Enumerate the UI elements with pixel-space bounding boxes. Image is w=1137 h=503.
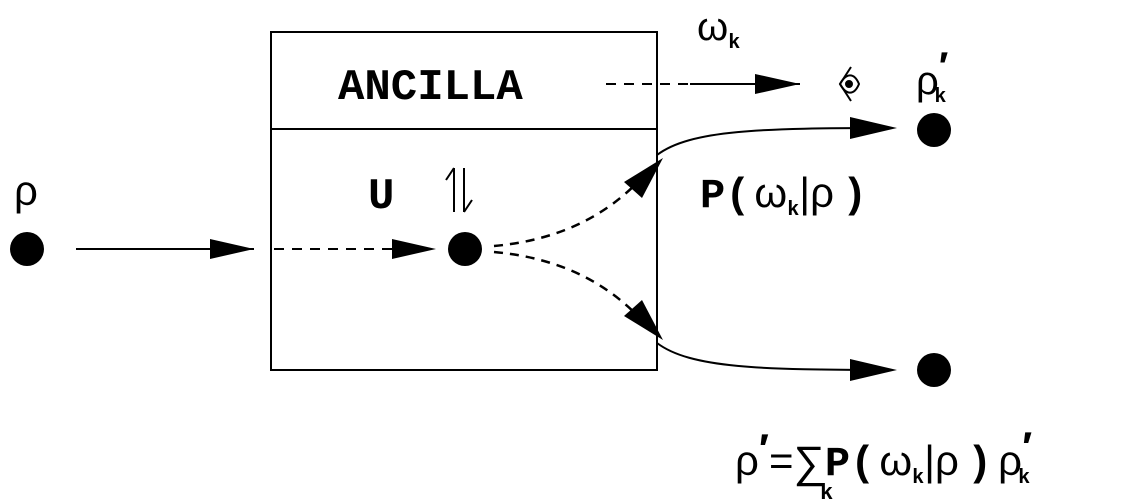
unitary-label: U — [368, 172, 394, 222]
rho-k-prime-label: ρ′k — [916, 45, 948, 109]
branch-up-arrowhead — [624, 158, 663, 198]
input-state-dot — [10, 232, 44, 266]
eye-icon — [838, 66, 861, 102]
interaction-state-dot — [448, 232, 482, 266]
branch-down-dashed — [493, 250, 649, 328]
measurement-arrowhead — [755, 74, 800, 94]
branch-up-dashed — [493, 170, 649, 248]
input-rho-label: ρ — [14, 167, 38, 214]
output-arrowhead-bottom — [850, 359, 897, 381]
ancilla-label: ANCILLA — [338, 63, 523, 113]
output-state-dot-top — [917, 113, 951, 147]
mixture-formula: ρ′=∑P(ωk|ρ)ρ′k — [735, 423, 1032, 490]
output-curve-top — [656, 127, 893, 156]
internal-arrowhead — [392, 239, 436, 259]
sum-index: k — [820, 481, 833, 503]
probability-label: P(ωk|ρ) — [700, 169, 867, 222]
omega-k-label: ωk — [697, 5, 740, 55]
output-arrowhead-top — [850, 117, 897, 139]
interaction-box — [270, 31, 658, 371]
branch-down-arrowhead — [624, 300, 663, 340]
double-arrow-icon — [445, 167, 473, 213]
output-curve-bottom — [656, 342, 893, 371]
input-arrowhead — [210, 239, 254, 259]
output-state-dot-bottom — [917, 353, 951, 387]
